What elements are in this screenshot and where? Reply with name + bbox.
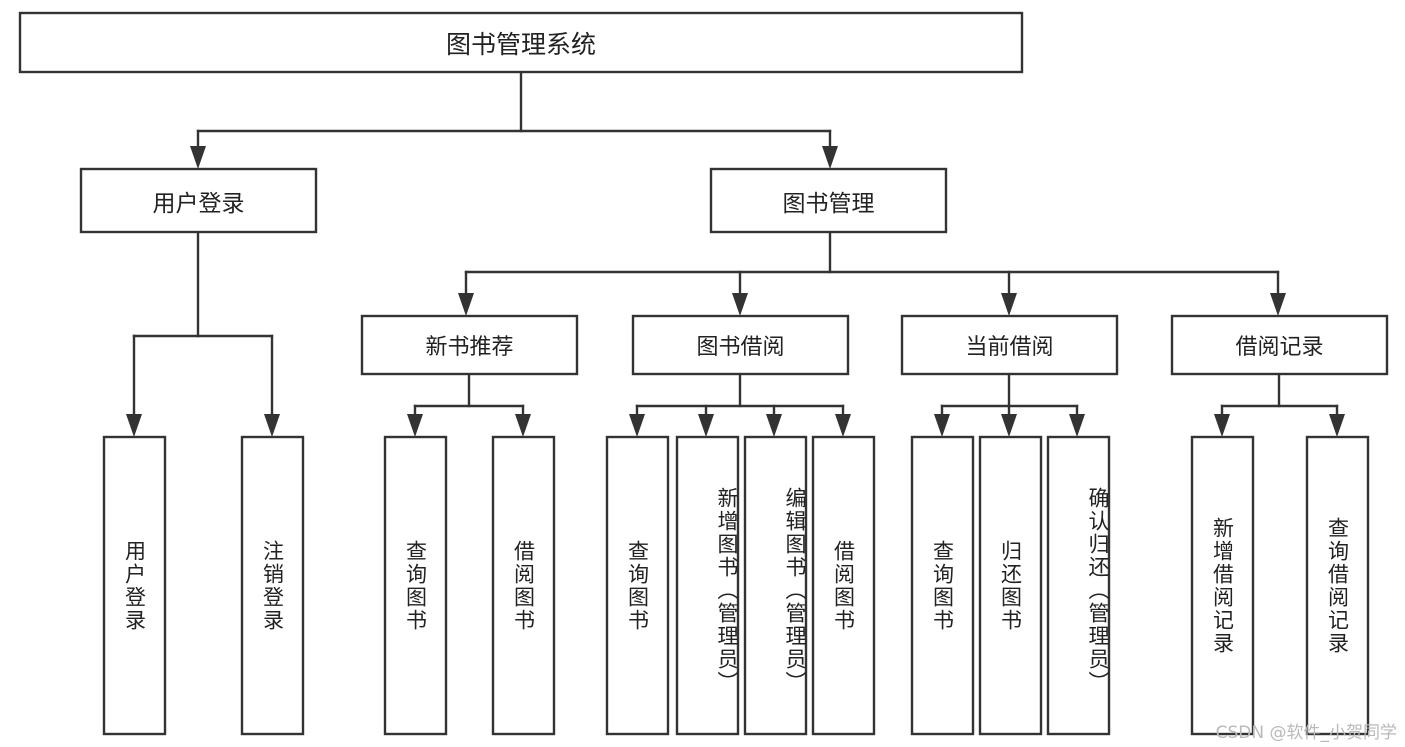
arrowhead-book-management bbox=[822, 146, 838, 169]
arrowhead-leaf-user-login bbox=[126, 414, 142, 437]
node-box-user-login[interactable] bbox=[79, 167, 318, 234]
arrowhead-new-book-recommend bbox=[458, 293, 474, 316]
arrowhead-leaf-return-book bbox=[1001, 414, 1017, 437]
node-box-leaf-edit-book[interactable] bbox=[743, 435, 808, 736]
connector-group-borrow-record bbox=[1214, 372, 1345, 437]
node-box-leaf-query-book-2[interactable] bbox=[605, 435, 670, 736]
arrowhead-leaf-add-book bbox=[698, 414, 714, 437]
arrowhead-leaf-borrow-book-2 bbox=[835, 414, 851, 437]
arrowhead-leaf-query-book-3 bbox=[934, 414, 950, 437]
connector-group-book-borrow bbox=[629, 372, 851, 437]
arrowhead-borrow-record bbox=[1270, 293, 1286, 316]
node-box-title[interactable] bbox=[18, 11, 1024, 74]
node-box-leaf-return-book[interactable] bbox=[978, 435, 1043, 736]
connector-group-user-login bbox=[126, 230, 280, 437]
node-box-new-book-recommend[interactable] bbox=[360, 314, 579, 376]
node-box-book-management[interactable] bbox=[709, 167, 948, 234]
arrowhead-user-login bbox=[190, 146, 206, 169]
node-box-leaf-user-login[interactable] bbox=[102, 435, 167, 736]
arrowhead-leaf-borrow-book-1 bbox=[515, 414, 531, 437]
node-box-leaf-query-borrow-record[interactable] bbox=[1305, 435, 1370, 736]
connector-group-book-management bbox=[458, 230, 1286, 316]
arrowhead-book-borrow bbox=[732, 293, 748, 316]
node-box-leaf-query-book-3[interactable] bbox=[910, 435, 975, 736]
arrowhead-current-borrow bbox=[1001, 293, 1017, 316]
arrowhead-leaf-confirm-return bbox=[1069, 414, 1085, 437]
connector-group-root bbox=[190, 70, 838, 169]
node-box-leaf-confirm-return[interactable] bbox=[1046, 435, 1111, 736]
arrowhead-leaf-query-borrow-record bbox=[1329, 414, 1345, 437]
connector-group-current-borrow bbox=[934, 372, 1085, 437]
arrowhead-leaf-edit-book bbox=[766, 414, 782, 437]
node-box-book-borrow[interactable] bbox=[631, 314, 850, 376]
node-box-leaf-borrow-book-1[interactable] bbox=[491, 435, 556, 736]
node-box-current-borrow[interactable] bbox=[900, 314, 1119, 376]
arrowhead-leaf-logout-login bbox=[264, 414, 280, 437]
arrowhead-leaf-query-book-2 bbox=[629, 414, 645, 437]
node-box-leaf-logout-login[interactable] bbox=[240, 435, 305, 736]
node-box-leaf-add-borrow-record[interactable] bbox=[1190, 435, 1255, 736]
arrowhead-leaf-query-book-1 bbox=[407, 414, 423, 437]
connector-group-new-book-recommend bbox=[407, 372, 531, 437]
node-box-leaf-query-book-1[interactable] bbox=[383, 435, 448, 736]
node-box-leaf-borrow-book-2[interactable] bbox=[811, 435, 876, 736]
node-box-borrow-record[interactable] bbox=[1170, 314, 1389, 376]
node-box-leaf-add-book[interactable] bbox=[675, 435, 740, 736]
arrowhead-leaf-add-borrow-record bbox=[1214, 414, 1230, 437]
